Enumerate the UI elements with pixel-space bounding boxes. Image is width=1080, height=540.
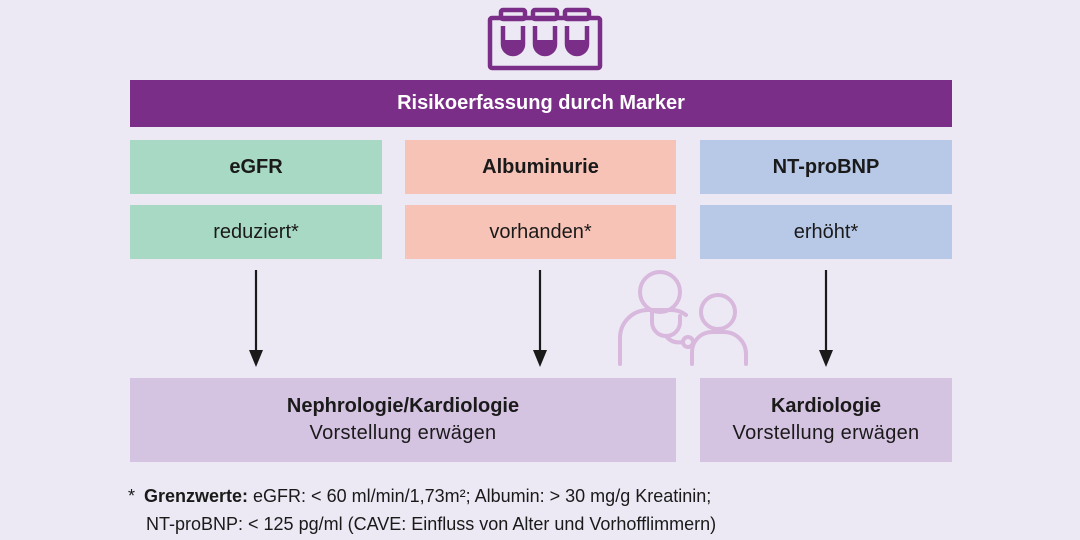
header-title: Risikoerfassung durch Marker (397, 92, 685, 114)
footnote-text-1: eGFR: < 60 ml/min/1,73m²; Albumin: > 30 … (253, 486, 712, 506)
footnote-line-1: * Grenzwerte: eGFR: < 60 ml/min/1,73m²; A… (128, 482, 1048, 510)
footnote-text-2: NT-proBNP: < 125 pg/ml (CAVE: Einfluss v… (146, 514, 717, 534)
outcome-subtitle: Vorstellung erwägen (732, 422, 920, 444)
marker-ntprobnp-label: NT-proBNP (772, 155, 880, 178)
marker-egfr-status-text: reduziert* (213, 220, 299, 243)
marker-ntprobnp-title: NT-proBNP (700, 140, 952, 194)
footnote-label: Grenzwerte: (144, 486, 249, 506)
outcome-nephrologie-kardiologie: Nephrologie/Kardiologie Vorstellung erwä… (130, 378, 676, 462)
marker-ntprobnp-status: erhöht* (700, 205, 952, 259)
arrow-down-icon (819, 270, 833, 367)
marker-egfr-title: eGFR (130, 140, 382, 194)
marker-ntprobnp-status-text: erhöht* (793, 220, 859, 243)
doctor-patient-icon (618, 270, 748, 366)
arrow-down-icon (249, 270, 263, 367)
outcome-subtitle: Vorstellung erwägen (309, 422, 497, 444)
marker-egfr-status: reduziert* (130, 205, 382, 259)
footnote: * Grenzwerte: eGFR: < 60 ml/min/1,73m²; A… (128, 482, 1048, 538)
marker-albuminurie-status-text: vorhanden* (489, 220, 592, 243)
footnote-star: * (128, 486, 136, 506)
outcome-title: Kardiologie (770, 395, 881, 417)
marker-albuminurie-label: Albuminurie (482, 155, 599, 178)
marker-egfr-label: eGFR (229, 155, 283, 178)
marker-albuminurie-status: vorhanden* (405, 205, 676, 259)
arrow-down-icon (533, 270, 547, 367)
header-banner: Risikoerfassung durch Marker (130, 80, 952, 127)
outcome-title: Nephrologie/Kardiologie (286, 395, 520, 417)
footnote-line-2: NT-proBNP: < 125 pg/ml (CAVE: Einfluss v… (128, 510, 1048, 538)
marker-albuminurie-title: Albuminurie (405, 140, 676, 194)
outcome-kardiologie: Kardiologie Vorstellung erwägen (700, 378, 952, 462)
test-tubes-icon (487, 7, 603, 71)
